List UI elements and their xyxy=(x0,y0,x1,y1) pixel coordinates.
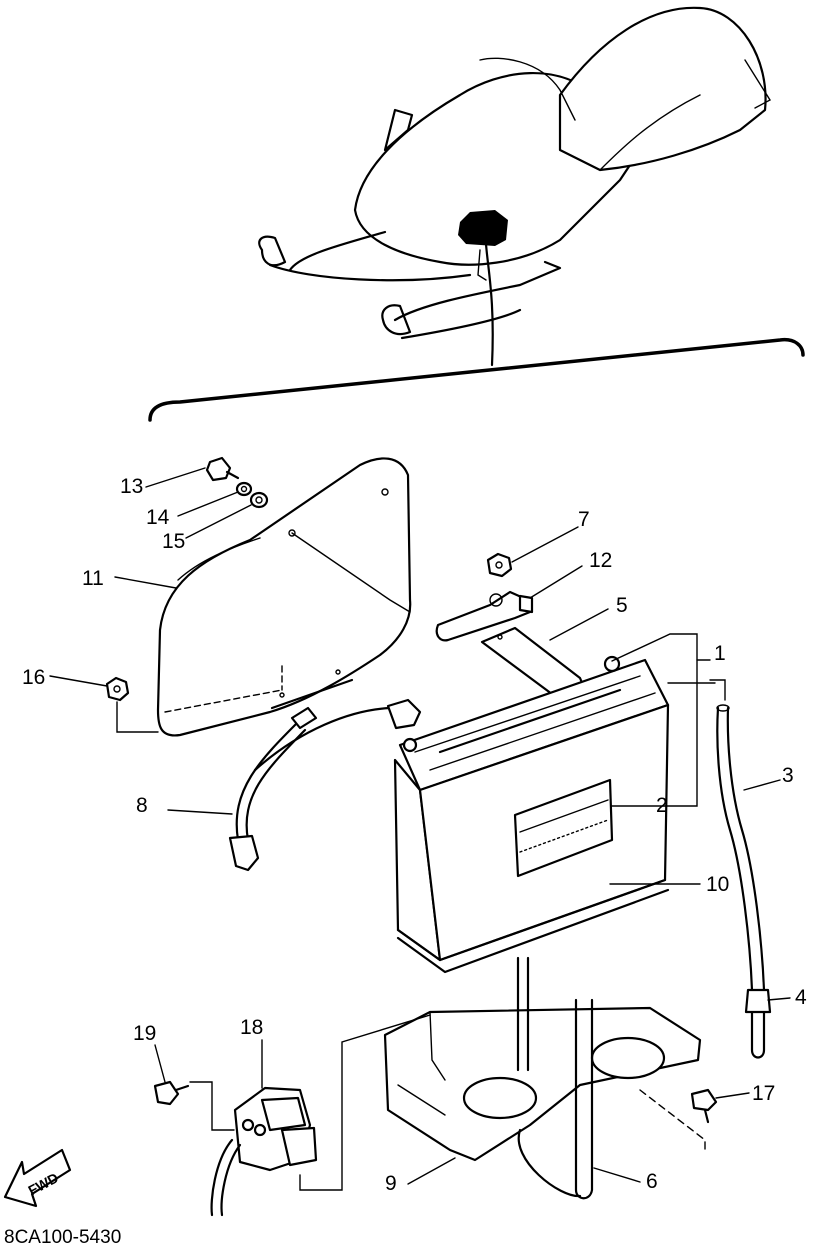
lead-wire-8 xyxy=(228,698,422,872)
bolt-19 xyxy=(153,1080,190,1106)
battery-holder-12 xyxy=(435,590,534,642)
callout-11: 11 xyxy=(82,567,104,590)
leader-lines xyxy=(49,467,791,1185)
callout-8: 8 xyxy=(136,794,148,817)
washer-14 xyxy=(235,481,253,497)
overview-bracket xyxy=(148,337,805,422)
callout-9: 9 xyxy=(385,1172,397,1195)
callout-14: 14 xyxy=(146,506,170,529)
screw-13 xyxy=(205,456,240,482)
callout-13: 13 xyxy=(120,475,143,498)
battery xyxy=(393,655,670,974)
forward-direction-arrow: FWD xyxy=(3,1148,72,1208)
battery-band-6 xyxy=(516,956,594,1200)
part-code: 8CA100-5430 xyxy=(4,1227,121,1248)
washer-15 xyxy=(249,491,269,509)
callout-19: 19 xyxy=(133,1022,156,1045)
callout-1: 1 xyxy=(714,642,726,665)
starter-relay-18 xyxy=(210,1086,318,1217)
callout-4: 4 xyxy=(795,986,807,1009)
bolt-17 xyxy=(690,1088,718,1124)
battery-cover xyxy=(156,457,412,737)
nut-7 xyxy=(486,552,513,578)
callout-5: 5 xyxy=(616,594,628,617)
callout-2: 2 xyxy=(656,794,668,817)
callout-3: 3 xyxy=(782,764,794,787)
callout-10: 10 xyxy=(706,873,729,896)
callout-12: 12 xyxy=(589,549,612,572)
callout-18: 18 xyxy=(240,1016,263,1039)
callout-17: 17 xyxy=(752,1082,775,1105)
breather-pipe-3 xyxy=(716,704,766,1059)
callout-labels: 1 2 3 4 5 6 7 8 9 10 11 12 13 14 15 16 1… xyxy=(22,475,807,1195)
callout-15: 15 xyxy=(162,530,185,553)
callout-6: 6 xyxy=(646,1170,658,1193)
callout-7: 7 xyxy=(578,508,590,531)
clip-4 xyxy=(744,988,772,1014)
snowmobile-overview xyxy=(258,6,771,367)
nut-16 xyxy=(105,676,130,702)
callout-16: 16 xyxy=(22,666,45,689)
battery-box-9 xyxy=(383,1006,702,1162)
